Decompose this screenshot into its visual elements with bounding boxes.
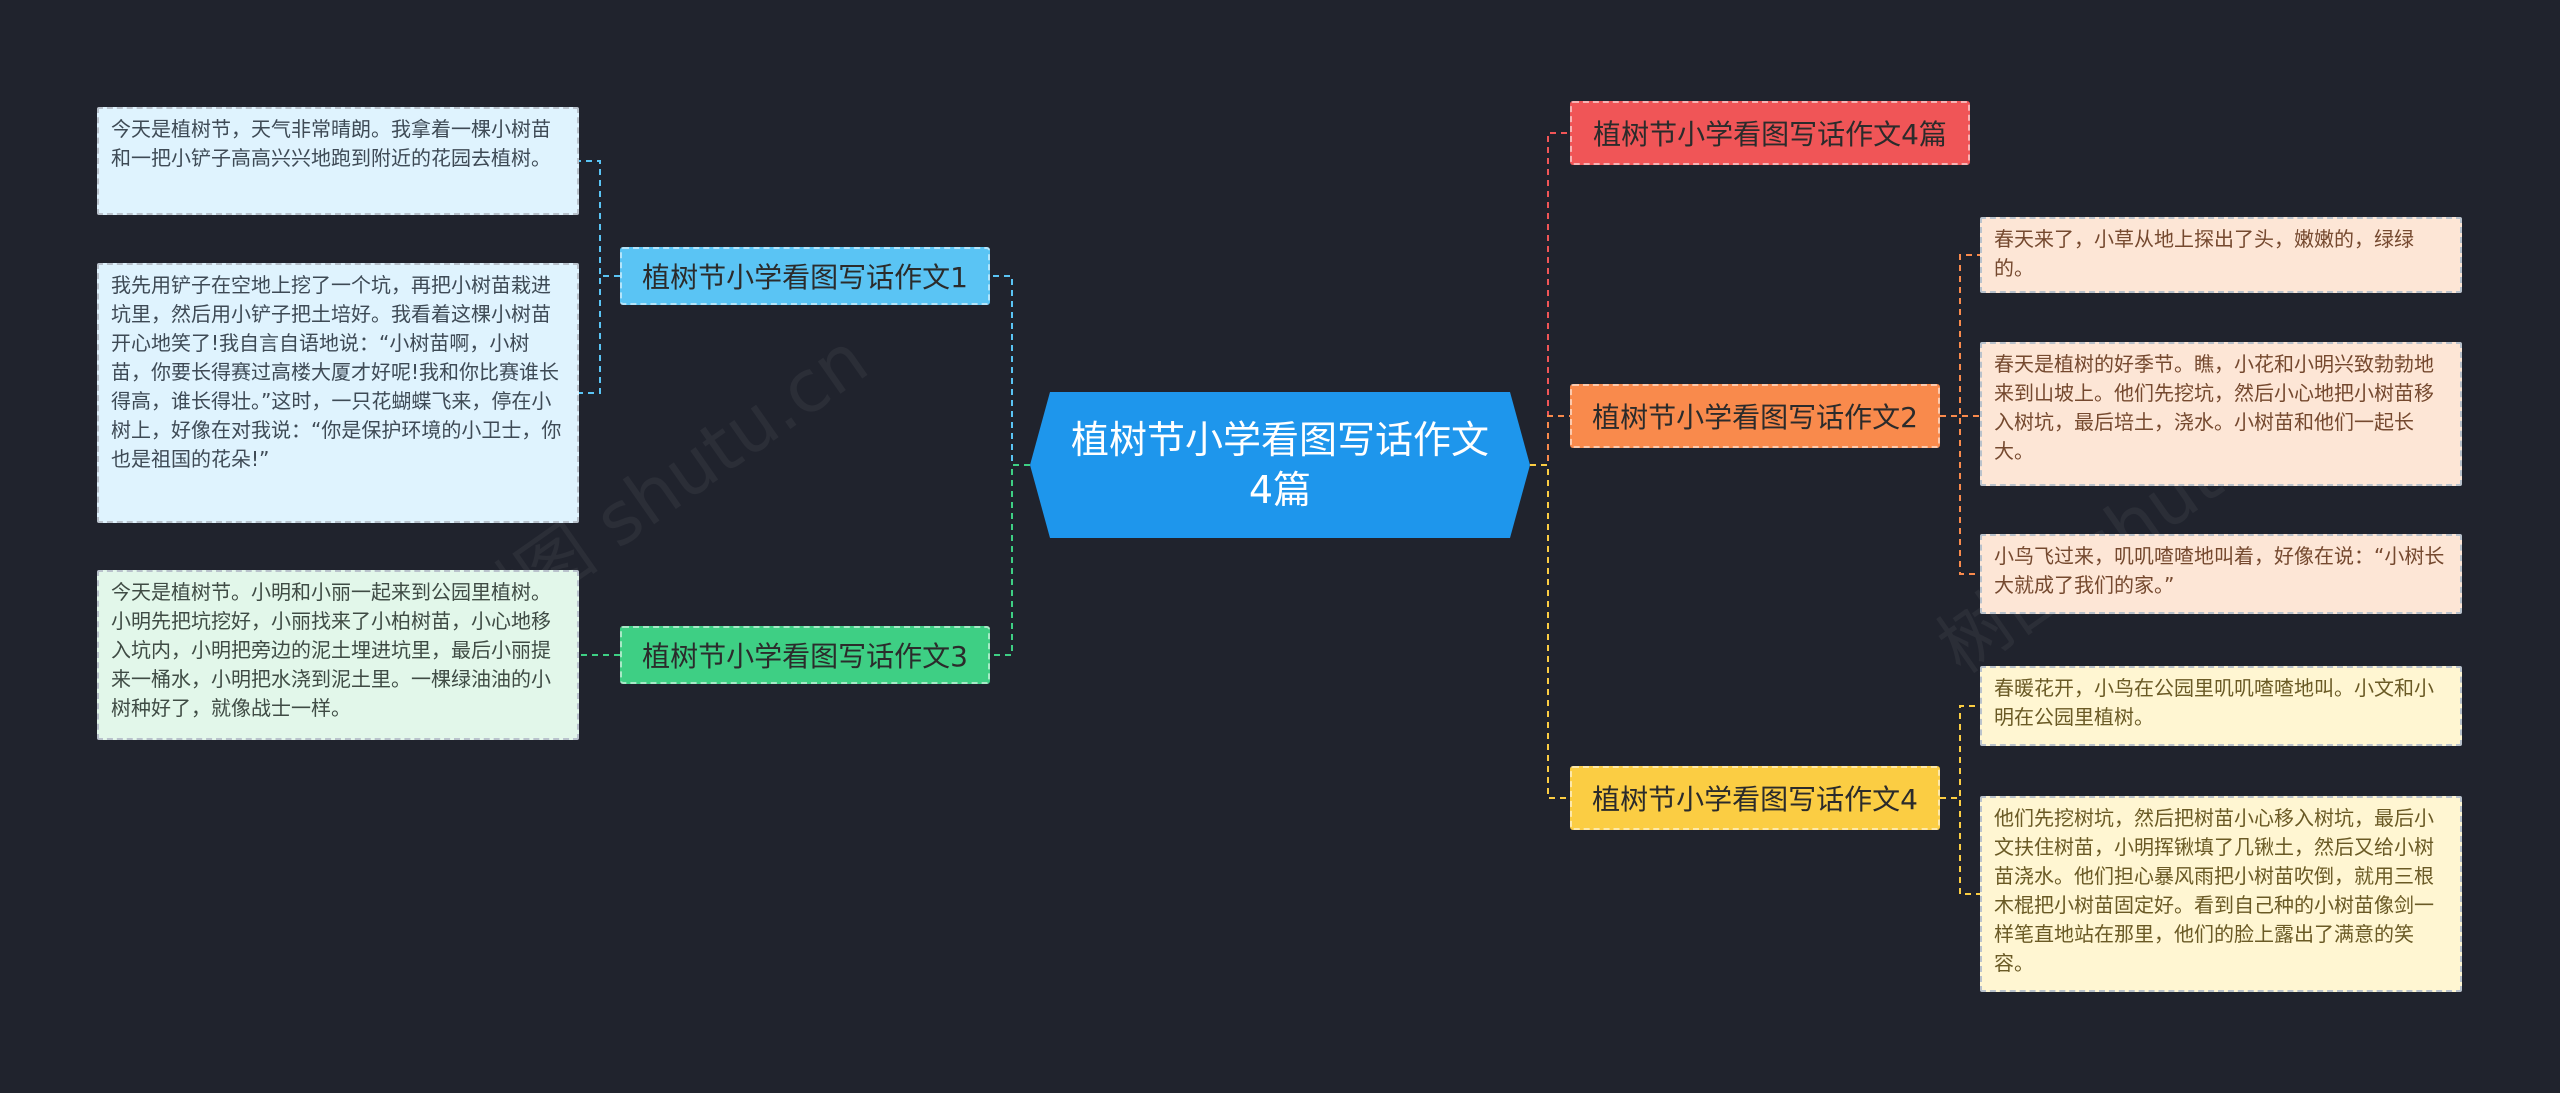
leaf-essay-4-b[interactable]: 他们先挖树坑，然后把树苗小心移入树坑，最后小文扶住树苗，小明挥锹填了几锹土，然后… <box>1980 796 2462 992</box>
connector-essay-1-leaf-a <box>579 160 620 277</box>
connector-essay-4-leaf-b <box>1940 797 1980 895</box>
leaf-essay-4-a[interactable]: 春暖花开，小鸟在公园里叽叽喳喳地叫。小文和小明在公园里植树。 <box>1980 666 2462 746</box>
leaf-essay-2-a[interactable]: 春天来了，小草从地上探出了头，嫩嫩的，绿绿的。 <box>1980 217 2462 293</box>
branch-essay-3[interactable]: 植树节小学看图写话作文3 <box>620 626 990 684</box>
connector-essay-4-leaf-a <box>1940 705 1980 799</box>
leaf-essay-1-b[interactable]: 我先用铲子在空地上挖了一个坑，再把小树苗栽进坑里，然后用小铲子把土培好。我看着这… <box>97 263 579 523</box>
branch-essay-2[interactable]: 植树节小学看图写话作文2 <box>1570 384 1940 448</box>
branch-essay-4[interactable]: 植树节小学看图写话作文4 <box>1570 766 1940 830</box>
leaf-essay-1-a[interactable]: 今天是植树节，天气非常晴朗。我拿着一棵小树苗和一把小铲子高高兴兴地跑到附近的花园… <box>97 107 579 215</box>
connector-essay-2-leaf-a <box>1940 254 1980 417</box>
connector-essay-2-leaf-c <box>1940 415 1980 575</box>
connector-root-essay-2 <box>1530 415 1570 466</box>
branch-essay-4-collection[interactable]: 植树节小学看图写话作文4篇 <box>1570 101 1970 165</box>
connector-essay-1-leaf-b <box>579 275 620 394</box>
connector-root-essay-1 <box>990 275 1030 466</box>
leaf-essay-2-b[interactable]: 春天是植树的好季节。瞧，小花和小明兴致勃勃地来到山坡上。他们先挖坑，然后小心地把… <box>1980 342 2462 486</box>
root-node[interactable]: 植树节小学看图写话作文4篇 <box>1030 392 1530 538</box>
connector-root-essay-3 <box>990 464 1030 656</box>
leaf-essay-2-c[interactable]: 小鸟飞过来，叽叽喳喳地叫着，好像在说：“小树长大就成了我们的家。” <box>1980 534 2462 614</box>
branch-essay-1[interactable]: 植树节小学看图写话作文1 <box>620 247 990 305</box>
connector-root-essay-4 <box>1530 464 1570 799</box>
leaf-essay-3-a[interactable]: 今天是植树节。小明和小丽一起来到公园里植树。小明先把坑挖好，小丽找来了小柏树苗，… <box>97 570 579 740</box>
